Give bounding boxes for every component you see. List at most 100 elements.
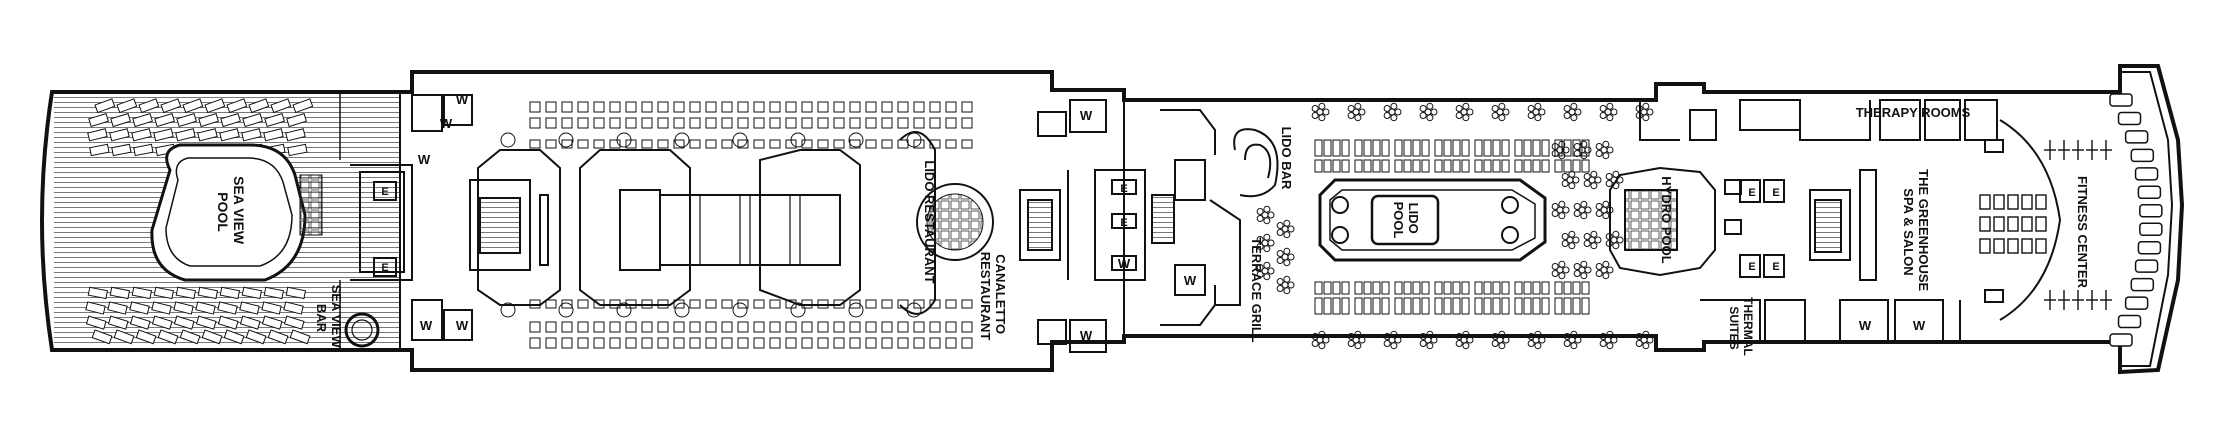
lido-pool-label-2: POOL xyxy=(1391,202,1406,239)
chair xyxy=(1534,114,1542,122)
chair xyxy=(1573,270,1581,278)
sunbed xyxy=(109,128,130,142)
restroom-symbol: W xyxy=(1913,318,1926,333)
chair xyxy=(1595,150,1603,158)
table xyxy=(961,299,973,309)
sea-view-bar-label-1: SEA VIEW xyxy=(329,285,344,349)
sea-view-pool xyxy=(150,143,323,282)
canaletto-label-1: CANALETTO xyxy=(993,254,1008,334)
table xyxy=(897,101,909,113)
canaletto-label-2: RESTAURANT xyxy=(978,252,993,341)
lounger xyxy=(1394,159,1403,173)
table xyxy=(817,299,829,309)
elevator-symbol: E xyxy=(381,262,388,274)
table xyxy=(945,299,957,309)
lido-loungers xyxy=(1314,139,1590,315)
table xyxy=(865,321,877,333)
chair xyxy=(1561,172,1569,180)
lounger xyxy=(1363,281,1372,295)
sunbed xyxy=(87,128,108,142)
bow-taper xyxy=(2120,71,2174,367)
lounger xyxy=(1421,281,1430,295)
chair xyxy=(1311,340,1319,348)
lido-restaurant-label: LIDO RESTAURANT xyxy=(922,160,937,283)
table xyxy=(769,139,781,149)
restroom-symbol: W xyxy=(1118,256,1131,271)
chair xyxy=(1354,102,1362,110)
table xyxy=(577,117,589,129)
restroom-symbol: W xyxy=(1184,273,1197,288)
chair xyxy=(1538,108,1546,116)
table xyxy=(945,321,957,333)
table xyxy=(561,321,573,333)
sunbed xyxy=(173,301,194,315)
chair-cluster xyxy=(1276,219,1295,239)
lounger xyxy=(1372,159,1381,173)
round-table xyxy=(616,132,632,148)
table xyxy=(817,337,829,349)
sunbed xyxy=(151,301,172,315)
chair xyxy=(1283,259,1291,267)
lounger xyxy=(1341,139,1350,157)
chair-cluster xyxy=(1583,230,1602,250)
chair xyxy=(1612,230,1620,238)
greenhouse-spa-label-2: SPA & SALON xyxy=(1901,188,1916,275)
chair xyxy=(1642,102,1650,110)
chair xyxy=(1590,242,1598,250)
treadmill xyxy=(2130,277,2155,292)
chair xyxy=(1283,275,1291,283)
table xyxy=(657,321,669,333)
sunbed xyxy=(133,143,154,157)
sunbed xyxy=(89,143,110,157)
terrace-grill xyxy=(1209,199,1241,306)
sunbed xyxy=(204,98,226,114)
chair xyxy=(1276,229,1284,237)
chair xyxy=(1646,336,1654,344)
chair xyxy=(1498,330,1506,338)
table xyxy=(577,337,589,349)
sunbed xyxy=(129,301,150,315)
table xyxy=(881,101,893,113)
lounger xyxy=(1354,139,1363,157)
chair xyxy=(1580,152,1588,160)
sunbed xyxy=(116,98,138,114)
table xyxy=(721,299,733,309)
table xyxy=(609,101,621,113)
sunbed xyxy=(176,112,198,128)
chair xyxy=(1390,102,1398,110)
lounger xyxy=(1341,159,1350,173)
sea-view-pool-label-1: SEA VIEW xyxy=(231,176,247,245)
lounger xyxy=(1394,281,1403,295)
chair xyxy=(1287,225,1295,233)
lounger xyxy=(1523,159,1532,173)
lounger xyxy=(1381,159,1390,173)
lounger xyxy=(1523,281,1532,295)
chair xyxy=(1595,270,1603,278)
lounger xyxy=(1381,297,1390,315)
chair xyxy=(1642,342,1650,350)
chair xyxy=(1256,215,1264,223)
chair xyxy=(1318,330,1326,338)
sunbed xyxy=(195,315,217,330)
table xyxy=(801,117,813,129)
chair xyxy=(1573,210,1581,218)
chair xyxy=(1263,273,1271,281)
sunbed xyxy=(182,98,204,114)
lounger xyxy=(1332,159,1341,173)
svg-text:LIDO POOL: LIDO POOL xyxy=(1391,202,1421,239)
sunbed xyxy=(197,286,219,300)
table xyxy=(945,101,957,113)
chair xyxy=(1573,142,1581,150)
round-table xyxy=(732,302,748,318)
table xyxy=(705,139,717,149)
sunbed xyxy=(285,286,307,300)
svg-text:THE GREENHOUSE SPA & SALON: THE GREENHOUSE SPA & SALON xyxy=(1901,169,1931,295)
table xyxy=(833,101,845,113)
table xyxy=(593,299,605,309)
lounger xyxy=(1452,297,1461,315)
lounger xyxy=(1372,139,1381,157)
table xyxy=(737,117,749,129)
chair xyxy=(1561,180,1569,188)
fitness-machine xyxy=(1979,194,1991,210)
table xyxy=(833,299,845,309)
